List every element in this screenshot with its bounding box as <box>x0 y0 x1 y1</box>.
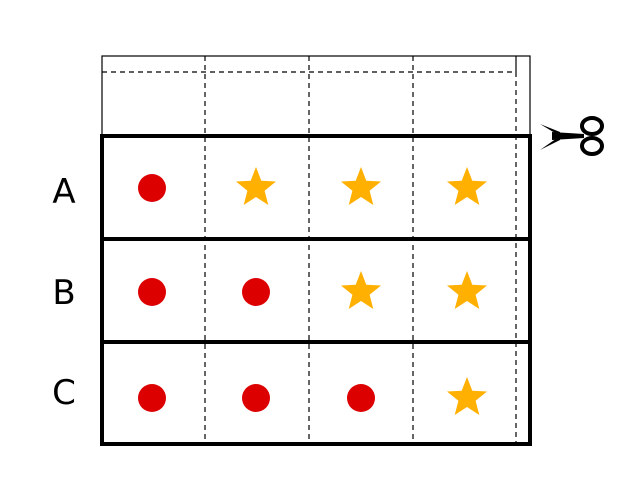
star-symbol <box>341 271 381 309</box>
cell-symbols <box>138 167 487 415</box>
circle-symbol <box>138 278 166 306</box>
row-box-c <box>100 340 532 446</box>
circle-symbol <box>138 384 166 412</box>
star-symbol <box>447 377 487 415</box>
circle-symbol <box>242 384 270 412</box>
scissors-icon <box>540 116 604 156</box>
row-label-c: C <box>52 373 76 413</box>
star-symbol <box>447 271 487 309</box>
star-symbol <box>341 167 381 205</box>
circle-symbol <box>347 384 375 412</box>
star-symbol <box>236 167 276 205</box>
top-strip-outline <box>101 55 531 137</box>
row-boxes <box>100 134 532 446</box>
row-label-b: B <box>52 273 75 313</box>
circle-symbol <box>242 278 270 306</box>
column-separators <box>204 56 517 444</box>
circle-symbol <box>138 174 166 202</box>
row-label-a: A <box>52 172 75 212</box>
star-symbol <box>447 167 487 205</box>
